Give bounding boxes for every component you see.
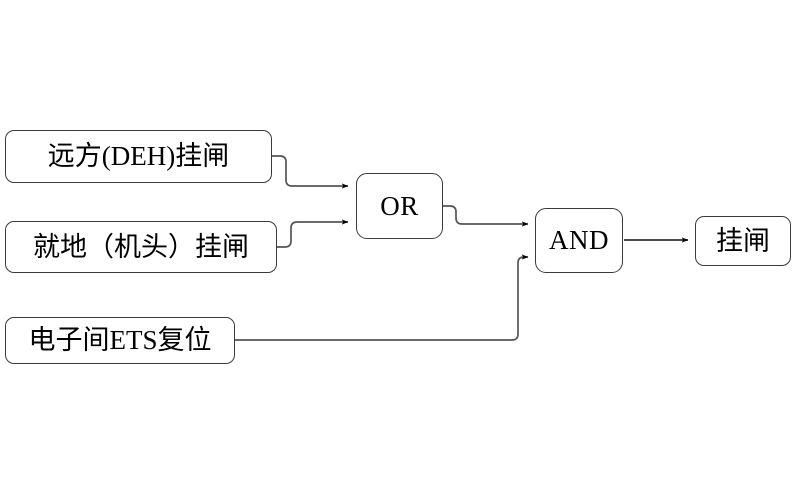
gate-node-or[interactable]: OR — [356, 173, 443, 239]
connector-or-to-and — [443, 205, 529, 227]
gate-node-and[interactable]: AND — [535, 208, 623, 273]
gate-node-and-label: AND — [549, 225, 609, 255]
connector-local-to-or — [277, 219, 349, 248]
output-node-result[interactable]: 挂闸 — [695, 216, 791, 266]
input-node-local[interactable]: 就地（机头）挂闸 — [5, 221, 277, 273]
input-node-ets-label: 电子间ETS复位 — [28, 325, 212, 355]
gate-node-or-label: OR — [380, 190, 419, 221]
connector-ets-to-and — [235, 254, 529, 341]
input-node-local-label: 就地（机头）挂闸 — [33, 231, 249, 262]
input-node-ets[interactable]: 电子间ETS复位 — [5, 317, 235, 364]
input-node-deh[interactable]: 远方(DEH)挂闸 — [5, 130, 272, 183]
output-node-result-label: 挂闸 — [716, 225, 770, 256]
input-node-deh-label: 远方(DEH)挂闸 — [47, 141, 230, 171]
connector-deh-to-or — [272, 155, 349, 189]
